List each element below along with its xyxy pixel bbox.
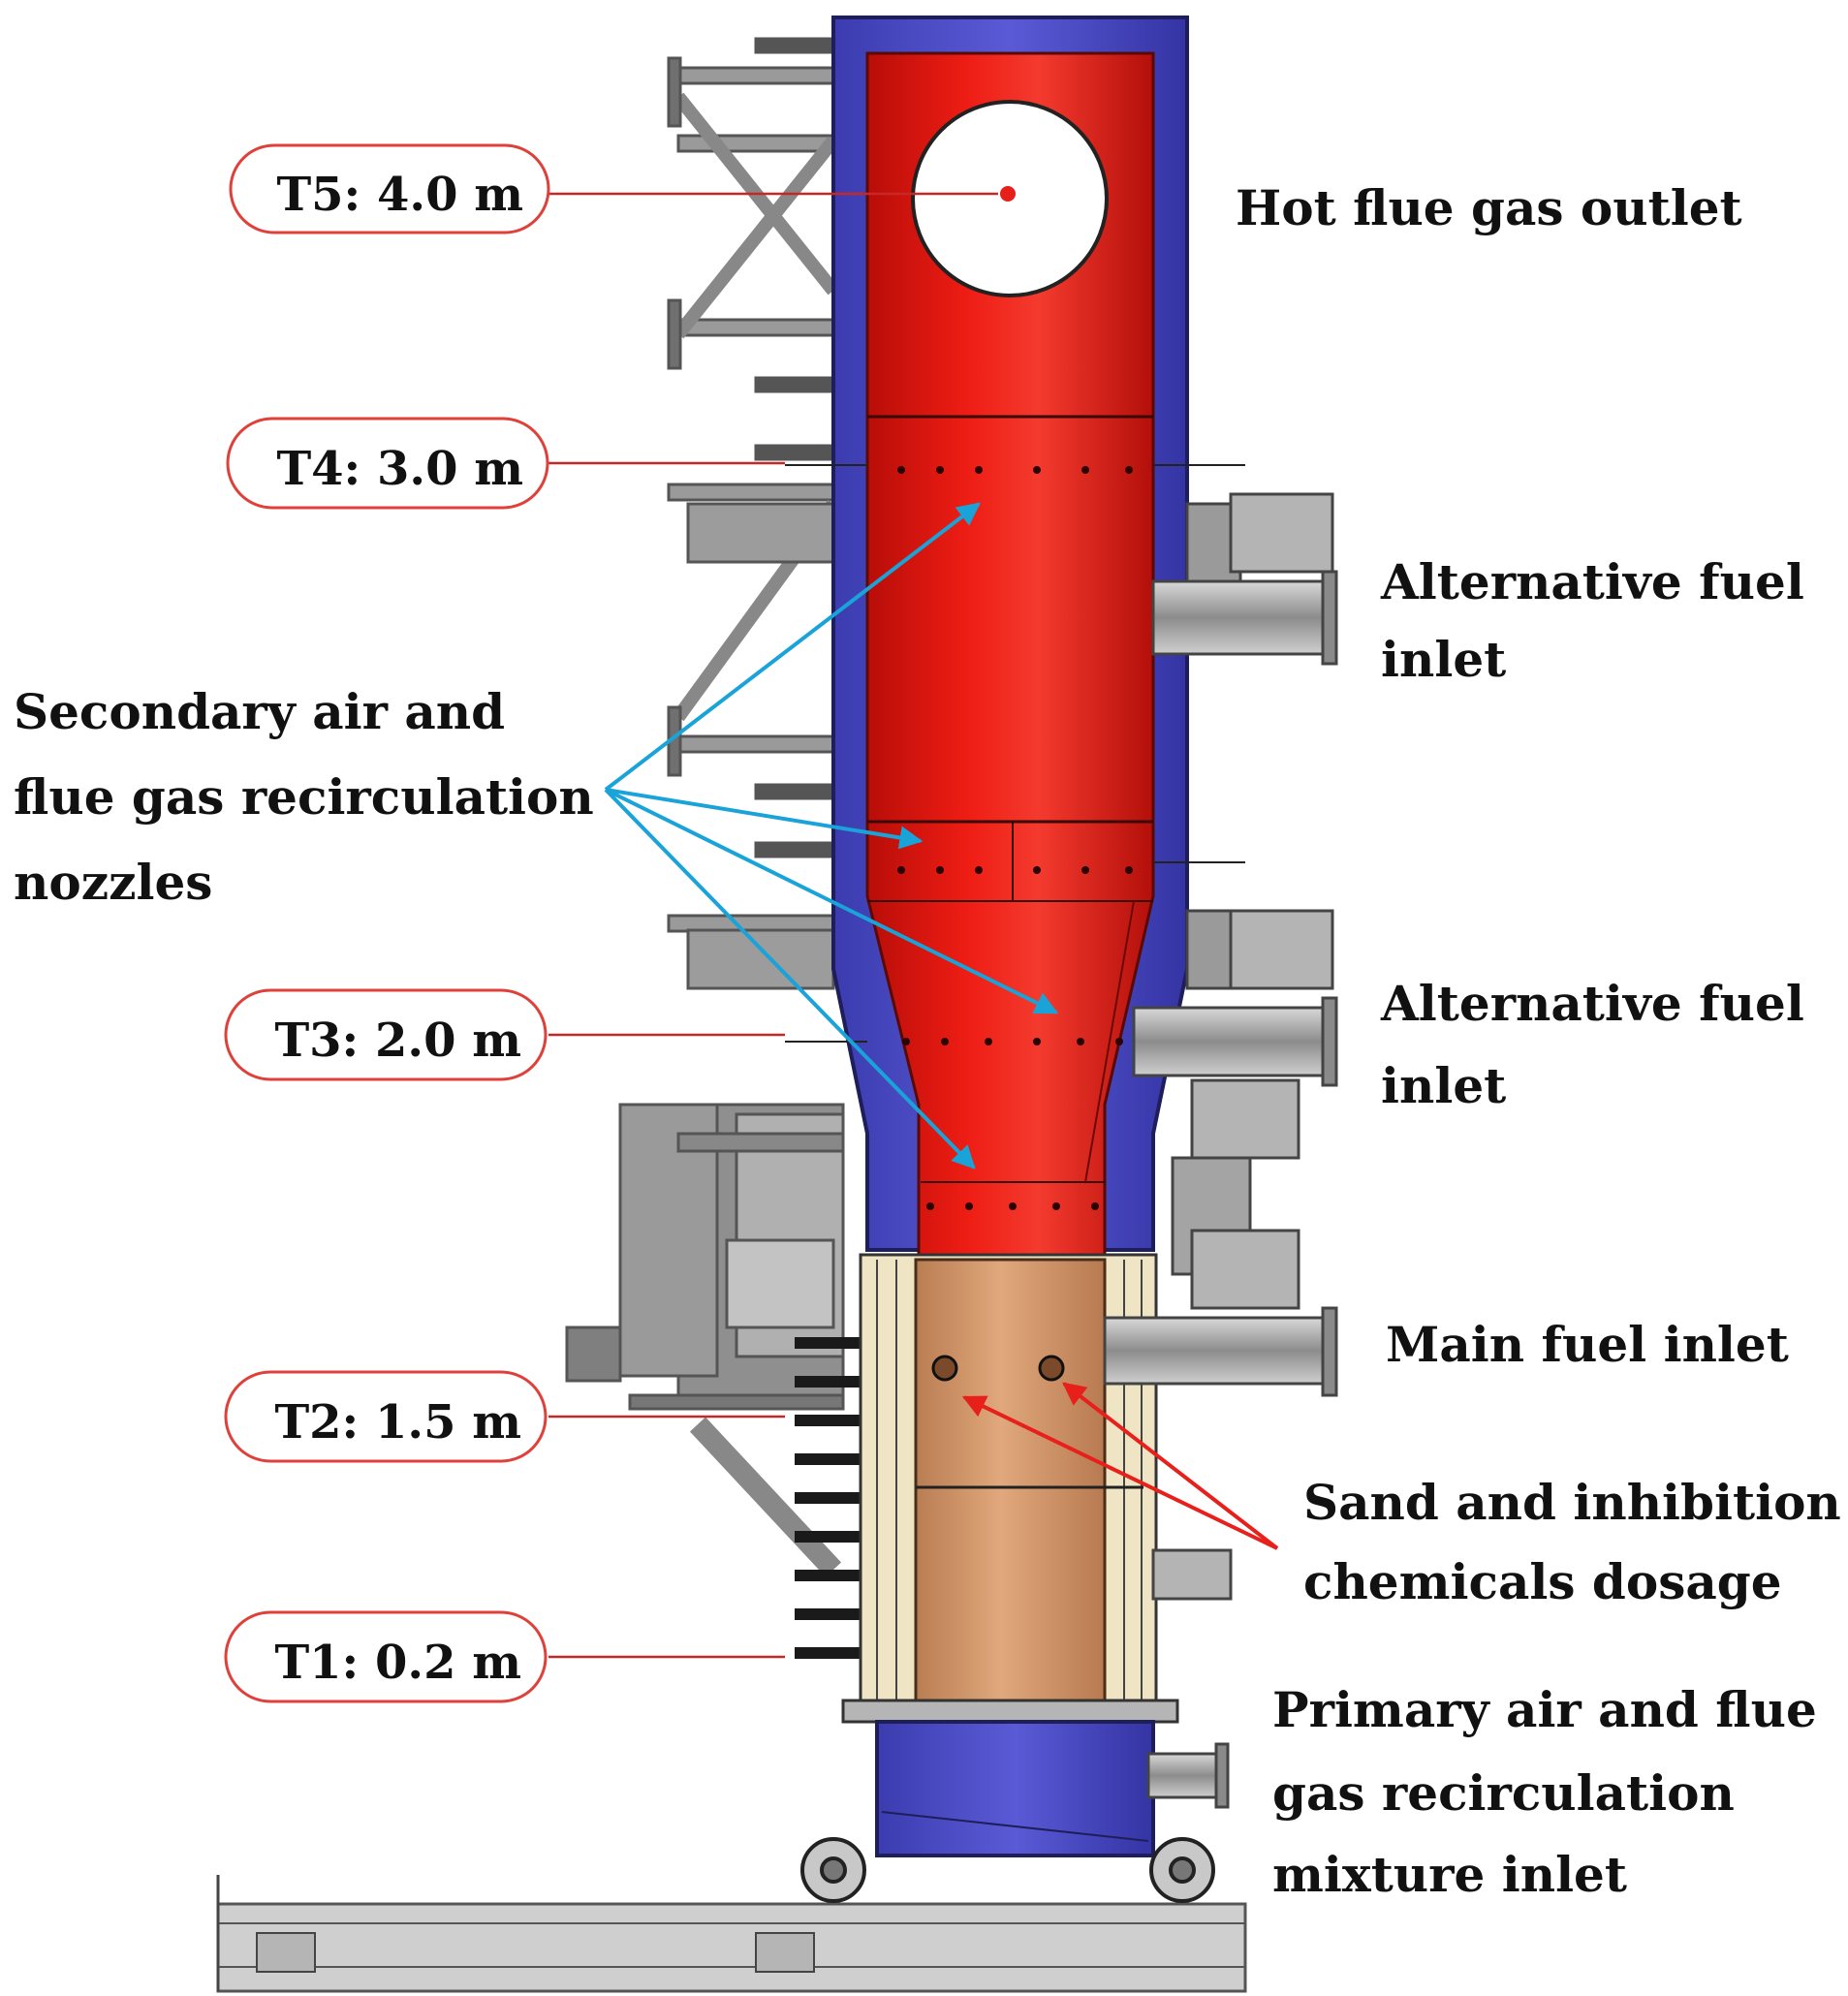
caster-wheels <box>800 1837 1215 1903</box>
sensor-tag-t5: T5: 4.0 m <box>229 143 550 234</box>
nozzle-row-t4 <box>897 466 1133 474</box>
svg-text:mixture inlet: mixture inlet <box>1272 1846 1627 1903</box>
sand-dosage-arrows <box>961 1382 1279 1550</box>
label-hot-flue-gas-outlet: Hot flue gas outlet <box>1236 179 1742 236</box>
svg-text:T3: 2.0 m: T3: 2.0 m <box>274 1014 521 1068</box>
label-secondary-air-nozzles: Secondary air and flue gas recirculation… <box>14 683 594 911</box>
panel-seam <box>1084 900 1135 1183</box>
label-main-fuel-inlet: Main fuel inlet <box>1386 1316 1789 1373</box>
svg-text:Alternative fuel: Alternative fuel <box>1380 553 1804 610</box>
svg-text:chemicals dosage: chemicals dosage <box>1303 1553 1782 1610</box>
svg-text:T4: 3.0 m: T4: 3.0 m <box>276 442 523 496</box>
tag-leader-lines <box>548 192 998 1659</box>
svg-text:Alternative fuel: Alternative fuel <box>1380 975 1804 1032</box>
right-equipment <box>1103 492 1338 1809</box>
svg-text:inlet: inlet <box>1381 631 1506 688</box>
bed-section <box>841 1253 1179 1724</box>
bed-pins <box>795 1337 872 1659</box>
left-support-frame <box>565 37 845 1577</box>
primary-air-plenum <box>875 1720 1155 1857</box>
label-alternative-fuel-inlet-upper: Alternative fuel inlet <box>1380 553 1804 688</box>
sensor-tag-t1: T1: 0.2 m <box>224 1610 548 1703</box>
sensor-tag-t3: T3: 2.0 m <box>224 988 548 1081</box>
sensor-tag-t2: T2: 1.5 m <box>224 1370 548 1463</box>
t5-sensor-point-icon <box>1000 186 1016 202</box>
secondary-air-arrows <box>604 502 1059 1170</box>
nozzle-row-t3 <box>902 1038 1123 1045</box>
sensor-tag-t4: T4: 3.0 m <box>226 417 549 510</box>
svg-text:Sand and inhibition: Sand and inhibition <box>1303 1474 1841 1531</box>
nozzle-row-mid <box>897 866 1133 874</box>
svg-text:Secondary air and: Secondary air and <box>14 683 505 740</box>
svg-text:T2: 1.5 m: T2: 1.5 m <box>274 1395 521 1450</box>
nozzle-row-low <box>926 1202 1099 1210</box>
plenum-seam <box>881 1811 1149 1842</box>
label-sand-dosage: Sand and inhibition chemicals dosage <box>1303 1474 1841 1610</box>
svg-text:flue gas recirculation: flue gas recirculation <box>14 768 594 826</box>
ground-rail <box>216 1875 1247 1993</box>
svg-text:T5: 4.0 m: T5: 4.0 m <box>276 168 523 222</box>
svg-text:Primary air and flue: Primary air and flue <box>1272 1681 1817 1738</box>
svg-text:inlet: inlet <box>1381 1057 1506 1114</box>
svg-text:gas recirculation: gas recirculation <box>1272 1764 1735 1822</box>
label-alternative-fuel-inlet-lower: Alternative fuel inlet <box>1380 975 1804 1114</box>
svg-text:nozzles: nozzles <box>14 854 212 911</box>
label-primary-air-inlet: Primary air and flue gas recirculation m… <box>1272 1681 1817 1903</box>
svg-text:T1: 0.2 m: T1: 0.2 m <box>274 1636 521 1690</box>
